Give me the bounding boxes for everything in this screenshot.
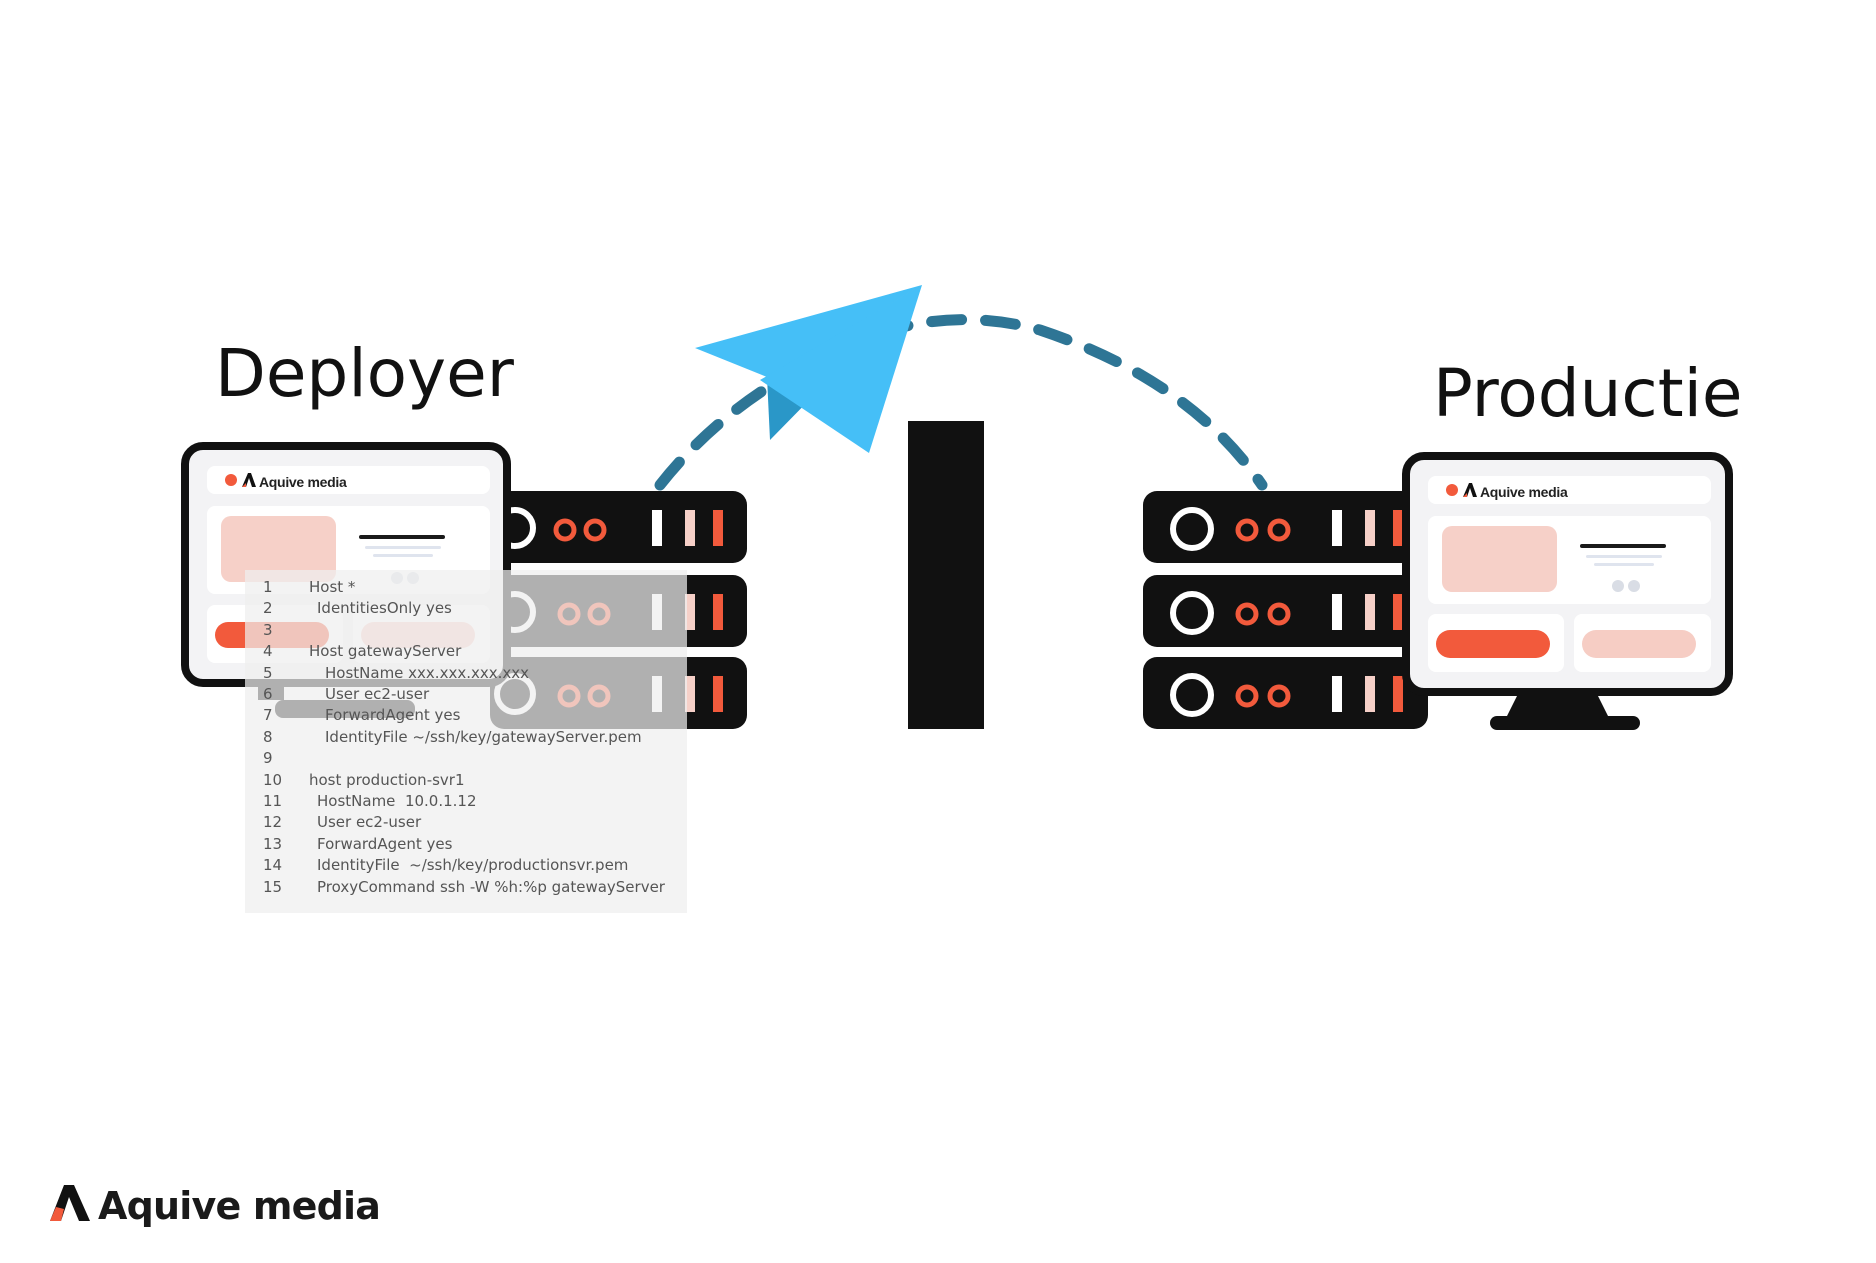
productie-label: Productie: [1433, 355, 1743, 432]
paper-plane-icon: [695, 285, 922, 453]
code-line: 14 IdentityFile ~/ssh/key/productionsvr.p…: [245, 856, 687, 877]
line-number: 10: [263, 770, 283, 789]
code-text: ProxyCommand ssh -W %h:%p gatewayServer: [317, 877, 665, 896]
code-line: 15 ProxyCommand ssh -W %h:%p gatewayServe…: [245, 878, 687, 899]
line-number: 13: [263, 834, 283, 853]
code-line: 11 HostName 10.0.1.12: [245, 792, 687, 813]
status-dot: [1446, 484, 1458, 496]
code-text: ForwardAgent yes: [317, 834, 453, 853]
primary-button[interactable]: [1436, 630, 1550, 658]
pager-dot: [1628, 580, 1640, 592]
line-number: 2: [263, 599, 273, 618]
code-line: 4 Host gatewayServer: [245, 642, 687, 663]
line-number: 11: [263, 792, 283, 810]
code-line: 2 IdentitiesOnly yes: [245, 599, 687, 620]
hero-image-placeholder: [1442, 526, 1557, 592]
secondary-button[interactable]: [1582, 630, 1696, 658]
code-text: IdentityFile ~/ssh/key/productionsvr.pem: [317, 856, 629, 875]
line-number: 4: [263, 642, 273, 661]
line-number: 12: [263, 813, 283, 832]
server-unit: [1143, 657, 1428, 729]
code-line: 8 IdentityFile ~/ssh/key/gatewayServer.pe…: [245, 728, 687, 749]
text-line: [1586, 555, 1662, 558]
code-line: 10 host production-svr1: [245, 771, 687, 792]
server-unit: [490, 491, 747, 563]
code-text: HostName 10.0.1.12: [317, 792, 477, 810]
code-line: 1 Host *: [245, 578, 687, 599]
footer-brand-name: Aquive media: [98, 1184, 381, 1228]
code-line: 12 User ec2-user: [245, 813, 687, 834]
deployer-label: Deployer: [215, 335, 514, 412]
code-text: IdentitiesOnly yes: [317, 599, 452, 618]
pager-dot: [1612, 580, 1624, 592]
productie-monitor-stand: [1490, 690, 1640, 730]
code-line: 5 HostName xxx.xxx.xxx.xxx: [245, 664, 687, 685]
line-number: 5: [263, 663, 273, 682]
heading-line: [359, 535, 445, 539]
app-header-bar: [207, 466, 490, 494]
text-line: [1594, 563, 1654, 566]
line-number: 9: [263, 749, 273, 768]
code-text: Host gatewayServer: [309, 642, 462, 661]
text-line: [365, 546, 441, 549]
aquive-logo-icon: [50, 1185, 90, 1221]
code-text: Host *: [309, 578, 356, 596]
productie-monitor: Aquive media: [1402, 452, 1733, 696]
line-number: 7: [263, 706, 273, 725]
code-text: HostName xxx.xxx.xxx.xxx: [325, 663, 530, 682]
code-line: 7 ForwardAgent yes: [245, 706, 687, 727]
line-number: 3: [263, 620, 273, 639]
line-number: 8: [263, 727, 273, 746]
code-line: 3: [245, 621, 687, 642]
heading-line: [1580, 544, 1666, 548]
code-line: 9: [245, 749, 687, 770]
line-number: 1: [263, 578, 273, 596]
dashed-arc-arrow: [654, 314, 1268, 491]
ssh-config-panel: 1 Host * 2 IdentitiesOnly yes 3 4 Host gateway…: [245, 570, 687, 913]
code-line: 6 User ec2-user: [245, 685, 687, 706]
monitor-brand-name: Aquive media: [1480, 484, 1568, 500]
line-number: 6: [263, 685, 273, 703]
app-header-bar: [1428, 476, 1711, 504]
server-unit: [1143, 491, 1428, 563]
text-line: [373, 554, 433, 557]
code-text: host production-svr1: [309, 770, 465, 789]
line-number: 14: [263, 856, 283, 875]
code-text: User ec2-user: [317, 813, 422, 832]
status-dot: [225, 474, 237, 486]
firewall-wall: [908, 421, 984, 729]
line-number: 15: [263, 877, 283, 896]
aquive-logo-icon: [1463, 483, 1477, 497]
aquive-logo-icon: [242, 473, 256, 487]
productie-server-rack: [1143, 491, 1428, 729]
code-text: IdentityFile ~/ssh/key/gatewayServer.pem: [325, 727, 642, 746]
server-unit: [1143, 575, 1428, 647]
monitor-brand-name: Aquive media: [259, 474, 347, 490]
code-text: User ec2-user: [325, 685, 430, 703]
code-text: ForwardAgent yes: [325, 706, 461, 725]
code-line: 13 ForwardAgent yes: [245, 835, 687, 856]
